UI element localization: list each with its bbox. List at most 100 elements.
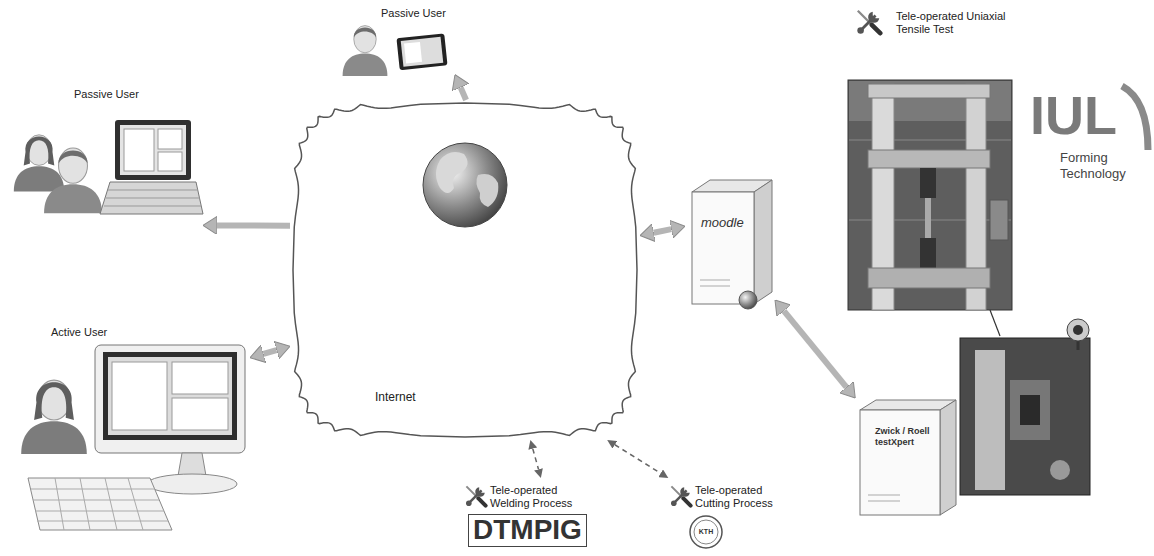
laptop-icon (100, 120, 203, 214)
user-group: Passive User (8, 88, 203, 228)
globe-icon (423, 143, 507, 227)
monitor-icon (103, 352, 237, 440)
keyboard-icon (55, 478, 64, 530)
laptop-icon (158, 152, 182, 171)
monitor-icon (172, 362, 228, 394)
tablet-icon (404, 42, 422, 64)
user-icon (14, 135, 64, 192)
node-label: Zwick / Roell testXpert (875, 426, 935, 448)
tools-icon (466, 486, 486, 506)
inset-photo (960, 338, 1090, 495)
keyboard-icon (128, 478, 143, 530)
user-icon (44, 148, 102, 213)
dashed-link-arrow (615, 445, 661, 473)
tensile-machine-photo (920, 168, 936, 198)
tensile-machine-photo (848, 80, 1012, 310)
globe-icon (423, 143, 507, 227)
laptop-icon (120, 125, 186, 175)
user-icon (343, 26, 388, 76)
connector-layer (217, 87, 846, 473)
tools-icon (466, 11, 880, 506)
process-station: Tele-operated Welding ProcessDTMPIG (460, 478, 605, 552)
process-station: Tele-operated Uniaxial Tensile Test (850, 4, 1020, 66)
label-holder: KTH (694, 528, 718, 535)
label-holder: IUL (1030, 88, 1117, 142)
cloud-outline (290, 100, 640, 440)
globe-icon (436, 152, 468, 193)
server-icon (860, 400, 956, 515)
server-icon (860, 410, 940, 515)
user-workstation: Active User (15, 322, 250, 534)
inset-photo (975, 350, 1005, 490)
tablet-icon (401, 37, 443, 67)
tablet-icon (396, 33, 447, 70)
inset-photo (1010, 380, 1050, 440)
inset-photo (960, 338, 1090, 495)
monitor-icon (108, 357, 232, 435)
user-icon (21, 380, 87, 454)
server-icon (700, 286, 730, 287)
logo-subtitle: Forming Technology (1060, 150, 1145, 181)
keyboard-icon (105, 478, 117, 530)
laptop-icon (100, 182, 203, 214)
keyboard-icon (31, 489, 155, 490)
leader-line (990, 310, 1000, 336)
node-label: moodle (701, 215, 744, 231)
tensile-machine-photo (848, 80, 1012, 310)
server-icon (868, 495, 900, 496)
tensile-machine-photo (925, 198, 931, 238)
node-label: Tele-operated Uniaxial Tensile Test (896, 10, 1008, 36)
laptop-icon (124, 129, 154, 171)
university-seal (694, 520, 718, 544)
logo-arc (1122, 86, 1148, 150)
laptop-icon (106, 198, 200, 199)
tools-icon (671, 486, 691, 506)
globe-icon (476, 174, 498, 207)
user-icon (21, 380, 87, 454)
server-icon (868, 501, 900, 502)
server-icon (692, 180, 772, 309)
node-label: Active User (51, 326, 107, 339)
node-label: Tele-operated Welding Process (490, 484, 586, 510)
node-label: Internet (375, 390, 416, 404)
server-box: Zwick / Roell testXpert (855, 398, 957, 522)
logo-text: KTH (694, 528, 718, 535)
keyboard-icon (35, 511, 164, 512)
monitor-icon (95, 345, 245, 453)
webcam-icon (1073, 325, 1083, 335)
tools-icon (857, 11, 880, 34)
tablet-icon (396, 33, 447, 70)
user-icon (343, 26, 388, 76)
monitor-icon (112, 362, 167, 430)
keyboard-icon (33, 500, 159, 501)
server-icon (692, 192, 754, 304)
logo-text: IUL (1030, 88, 1117, 142)
webcam-icon (1067, 319, 1089, 350)
logo-arc (1122, 86, 1148, 150)
keyboard-icon (28, 478, 172, 530)
webcam-icon (1067, 319, 1089, 341)
logo-text: DTMPIG (468, 514, 587, 547)
server-icon (739, 291, 757, 309)
data-flow-arrow (461, 87, 466, 100)
user-icon (14, 135, 102, 213)
monitor-icon (172, 398, 228, 430)
internet-cloud: Internet (290, 100, 640, 440)
laptop-icon (104, 206, 201, 207)
tensile-machine-photo (868, 84, 990, 98)
node-label: Tele-operated Cutting Process (695, 484, 791, 510)
university-seal (690, 516, 722, 548)
server-icon (700, 280, 730, 281)
node-label: Passive User (381, 7, 446, 20)
laptop-icon (158, 129, 182, 149)
keyboard-icon (28, 478, 172, 530)
inset-photo (1020, 395, 1040, 425)
node-label: Passive User (74, 88, 139, 101)
data-flow-arrow (217, 222, 290, 228)
data-flow-arrow (784, 311, 847, 387)
monitor-icon (178, 453, 206, 476)
tensile-machine-photo (868, 150, 990, 168)
